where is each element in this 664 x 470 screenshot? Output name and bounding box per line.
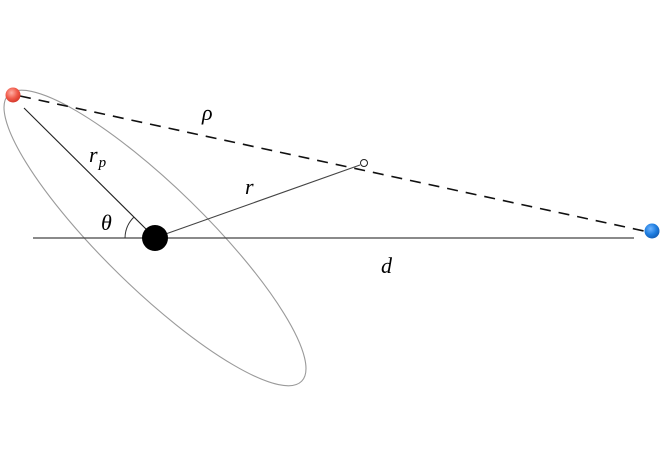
label-rp-base: r	[89, 142, 98, 167]
label-theta: θ	[101, 210, 112, 235]
dashed-line-rho	[19, 95, 645, 232]
red-body	[5, 87, 21, 103]
central-body	[142, 225, 168, 251]
label-rho: ρ	[202, 100, 213, 125]
test-point	[360, 159, 368, 167]
label-rp: rp	[89, 142, 106, 171]
label-rp-sub: p	[98, 155, 107, 171]
label-r: r	[245, 174, 254, 199]
theta-arc	[124, 216, 135, 239]
blue-body	[644, 223, 660, 239]
line-r	[159, 164, 361, 237]
label-d: d	[381, 253, 392, 278]
line-rp	[23, 107, 150, 233]
